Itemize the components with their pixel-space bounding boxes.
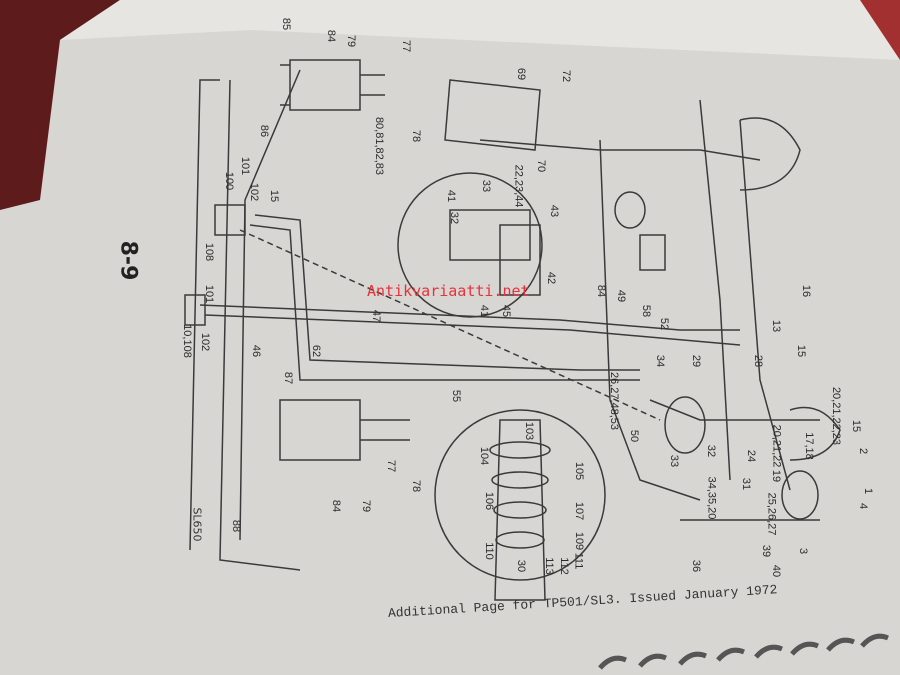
part-label: 25,26,27: [765, 492, 778, 536]
part-label: 62: [310, 344, 323, 358]
part-label: 102: [199, 332, 212, 352]
part-label: 15: [850, 419, 863, 433]
part-label: 84: [595, 284, 608, 298]
part-label: 77: [400, 39, 413, 53]
part-label: 40: [770, 564, 783, 578]
part-label: 43: [548, 204, 561, 218]
pipe-86: [189, 79, 220, 551]
part-label: 33: [668, 454, 681, 468]
part-label: 15: [795, 344, 808, 358]
part-label: 28: [752, 354, 765, 368]
part-label: 112: [557, 557, 570, 575]
part-label: 49: [615, 289, 628, 303]
page-number: 8-9: [115, 240, 141, 281]
part-label: 79: [345, 34, 358, 48]
part-label: 109: [573, 531, 586, 551]
part-label: 19: [770, 469, 783, 483]
part-label: 87: [282, 371, 295, 385]
part-label: 111: [572, 552, 585, 570]
figure-code: SL650: [190, 507, 204, 542]
part-label: 26,27,48,53: [608, 371, 621, 431]
part-label: 17,18: [802, 432, 815, 460]
cylinder-top: [289, 59, 361, 111]
detail-circle-valve: [434, 409, 606, 581]
part-label: 77: [385, 459, 398, 473]
part-label: 84: [325, 29, 338, 43]
part-label: 31: [740, 477, 753, 491]
part-label: 55: [450, 389, 463, 403]
part-label: 100: [223, 171, 236, 191]
part-label: 84: [330, 499, 343, 513]
part-label: 20,21,22,23: [830, 386, 843, 446]
part-label: 41: [445, 189, 458, 203]
part-label: 46: [250, 344, 263, 358]
part-label: 113: [542, 557, 555, 575]
part-label: 102: [248, 182, 261, 202]
watermark: Antikvariaatti.net: [367, 282, 530, 300]
part-label: 22,23,44: [512, 164, 525, 208]
part-label: 15: [268, 189, 281, 203]
reservoir: [444, 79, 541, 151]
part-label: 1: [862, 487, 875, 495]
part-label: 3: [797, 547, 810, 555]
part-label: 58: [640, 304, 653, 318]
detail-circle-pedal: [397, 172, 543, 318]
part-label: 47: [370, 309, 383, 323]
part-label: 80,81,82,83: [373, 116, 386, 176]
part-label: 101: [239, 156, 252, 176]
part-label: 101: [203, 284, 216, 304]
part-label: 33: [480, 179, 493, 193]
part-label: 2: [857, 447, 870, 455]
part-label: 42: [545, 271, 558, 285]
part-label: 106: [483, 491, 496, 511]
part-label: 20,21,22: [770, 424, 783, 468]
part-label: 30: [515, 559, 528, 573]
part-label: 107: [573, 501, 586, 521]
part-label: 50: [628, 429, 641, 443]
part-label: 78: [410, 129, 423, 143]
part-label: 16: [800, 284, 813, 298]
part-label: 24: [745, 449, 758, 463]
part-label: 34,35,20: [705, 476, 718, 520]
part-label: 32: [705, 444, 718, 458]
part-label: 36: [690, 559, 703, 573]
part-label: 105: [573, 461, 586, 481]
part-label: 39: [760, 544, 773, 558]
part-label: 86: [258, 124, 271, 138]
part-label: 79: [360, 499, 373, 513]
part-label: 78: [410, 479, 423, 493]
part-label: 110: [482, 542, 495, 560]
part-label: 10,108: [180, 324, 193, 358]
spiral-binding: [598, 633, 889, 670]
part-label: 34: [654, 354, 667, 368]
part-label: 85: [280, 17, 293, 31]
cylinder-bottom: [279, 399, 361, 461]
part-label: 13: [770, 319, 783, 333]
part-label: 108: [203, 242, 216, 262]
part-label: 32: [448, 211, 461, 225]
part-label: 45: [500, 304, 513, 318]
part-label: 88: [230, 519, 243, 533]
part-label: 52: [658, 317, 671, 331]
part-label: 69: [515, 67, 528, 81]
part-label: 4: [857, 502, 870, 510]
part-label: 72: [560, 69, 573, 83]
part-label: 103: [523, 421, 536, 441]
part-label: 29: [690, 354, 703, 368]
part-label: 104: [478, 446, 491, 466]
part-label: 41: [478, 304, 491, 318]
part-label: 70: [535, 159, 548, 173]
